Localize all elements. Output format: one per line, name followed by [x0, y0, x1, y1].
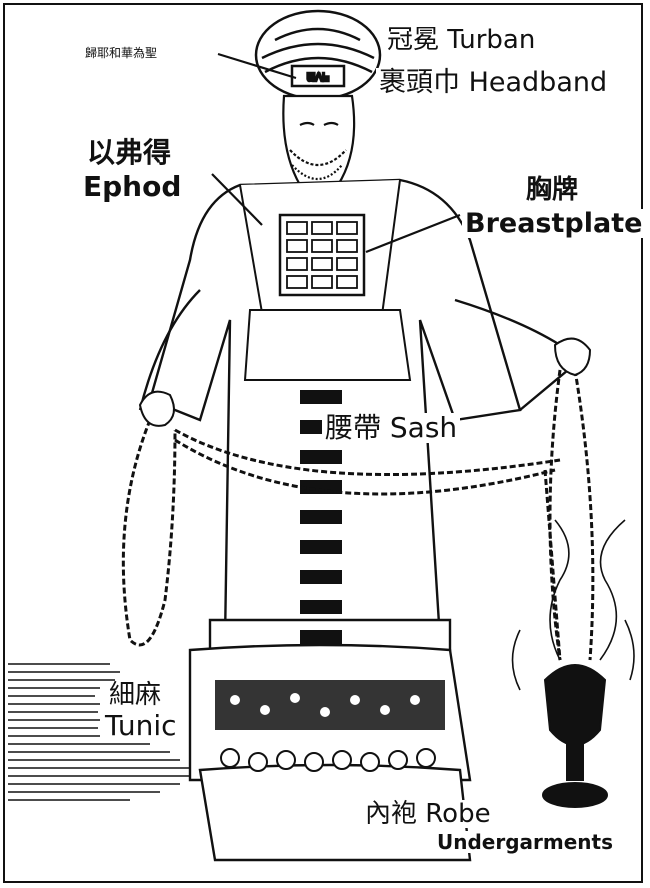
sash-stripes	[300, 390, 342, 644]
holy-inscription-label: 歸耶和華為聖	[82, 46, 161, 60]
turban-label: 冠冕 Turban	[384, 25, 539, 55]
breastplate-label-zh: 胸牌	[523, 176, 582, 204]
headband-label: 裹頭巾 Headband	[376, 68, 611, 97]
ephod-label-zh: 以弗得	[84, 138, 175, 168]
floor-hatching	[8, 663, 190, 801]
tunic-label-zh: 細麻	[106, 681, 165, 709]
face-shape	[282, 94, 356, 197]
breastplate-shape	[278, 213, 366, 297]
censer-shape	[511, 519, 635, 808]
robe-label: 內袍 Robe	[362, 800, 494, 828]
breastplate-label-en: Breastplate	[462, 209, 646, 238]
undergarments-label: Undergarments	[434, 831, 617, 853]
robe-label-en: Robe	[425, 799, 491, 829]
turban-label-zh: 冠冕	[387, 25, 440, 55]
turban-shape: ᗯᐱᖶ	[254, 9, 382, 101]
robe-shape	[138, 178, 582, 862]
pointer-lines	[211, 52, 461, 254]
censer-chains	[121, 369, 595, 661]
svg-text:ᗯᐱᖶ: ᗯᐱᖶ	[307, 71, 329, 84]
diagram-border	[3, 3, 643, 883]
tunic-label-en: Tunic	[102, 711, 180, 741]
hands-shape	[138, 337, 592, 427]
robe-label-zh: 內袍	[365, 799, 418, 829]
sash-label: 腰帶 Sash	[322, 413, 461, 443]
turban-label-en: Turban	[447, 25, 536, 55]
ephod-label-en: Ephod	[80, 172, 185, 202]
tunic-pattern	[215, 680, 445, 772]
